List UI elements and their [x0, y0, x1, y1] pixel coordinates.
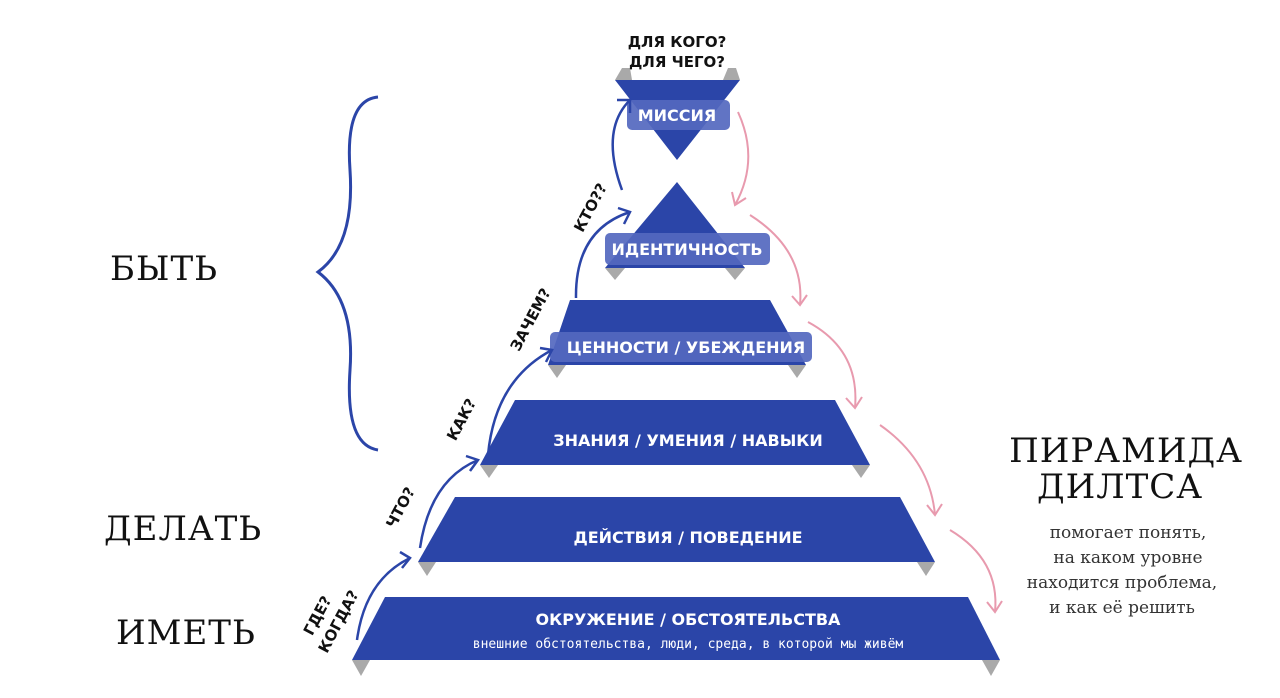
behavior-label: ДЕЙСТВИЯ / ПОВЕДЕНИЕ — [573, 528, 802, 547]
category-do: ДЕЛАТЬ — [104, 509, 262, 549]
question-behavior: ЧТО? — [382, 484, 418, 531]
title-line-1: ПИРАМИДА — [1009, 431, 1243, 471]
gray-tabs — [352, 68, 1000, 676]
question-identity: КТО?? — [570, 180, 611, 235]
category-be: БЫТЬ — [110, 249, 218, 289]
behavior-level — [418, 497, 935, 562]
identity-label: ИДЕНТИЧНОСТЬ — [611, 240, 762, 259]
values-label-box — [550, 332, 812, 362]
identity-label-box — [605, 233, 770, 265]
environment-sublabel: внешние обстоятельства, люди, среда, в к… — [473, 637, 904, 652]
description-line: и как её решить — [1049, 598, 1195, 618]
question-mission-1: ДЛЯ КОГО? — [628, 33, 727, 51]
brace-icon — [315, 95, 379, 452]
environment-label: ОКРУЖЕНИЕ / ОБСТОЯТЕЛЬСТВА — [536, 610, 842, 629]
blue-arrows — [355, 98, 632, 641]
description-line: на каком уровне — [1053, 548, 1202, 568]
description-line: находится проблема, — [1027, 573, 1217, 593]
values-label: ЦЕННОСТИ / УБЕЖДЕНИЯ — [567, 338, 806, 357]
question-skills: КАК? — [443, 396, 480, 444]
environment-level — [352, 597, 1000, 660]
description-line: помогает понять, — [1050, 523, 1207, 543]
title-line-2: ДИЛТСА — [1037, 467, 1203, 507]
category-have: ИМЕТЬ — [116, 613, 256, 653]
question-values: ЗАЧЕМ? — [507, 285, 555, 354]
mission-label-box — [627, 100, 730, 130]
skills-level — [480, 400, 870, 465]
skills-label: ЗНАНИЯ / УМЕНИЯ / НАВЫКИ — [553, 431, 823, 450]
question-mission-2: ДЛЯ ЧЕГО? — [629, 53, 725, 71]
pink-arrows — [731, 111, 1003, 614]
mission-label: МИССИЯ — [638, 106, 717, 125]
